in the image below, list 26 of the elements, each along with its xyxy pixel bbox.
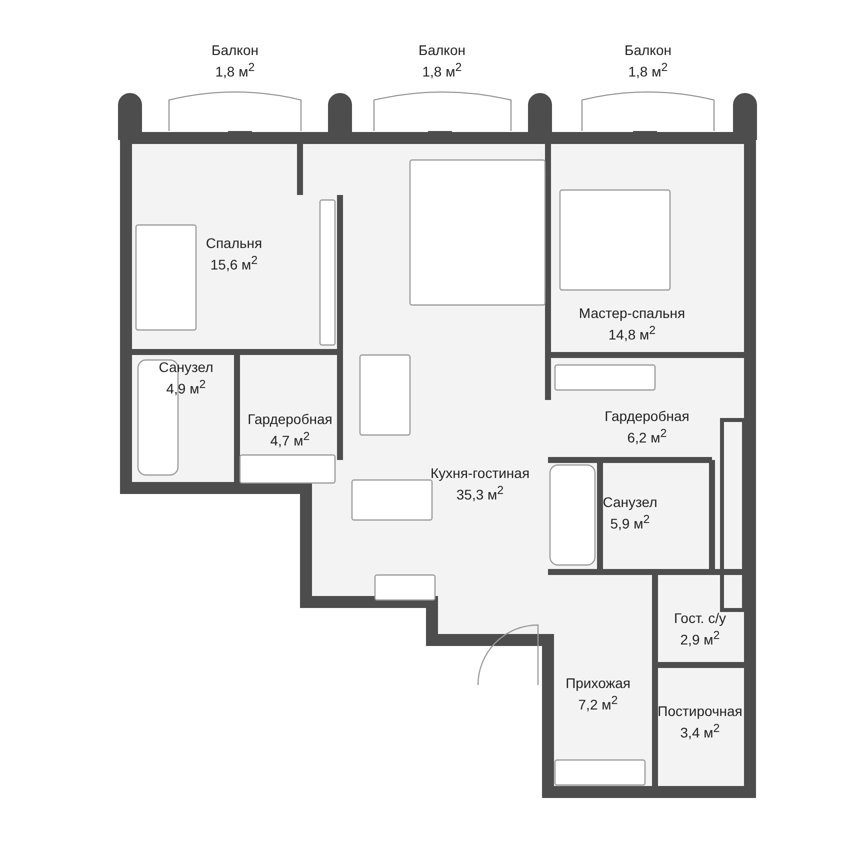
area-label: 4,7 м$^{2}$ — [269, 429, 311, 450]
area-label: 1,8 м$^{2}$ — [214, 60, 256, 81]
balcony-name: Балкон — [624, 42, 672, 59]
room-name: Гардеробная — [604, 408, 690, 425]
room-name: Мастер-спальня — [578, 305, 686, 322]
room-name: Спальня — [206, 235, 262, 252]
room-name: Санузел — [158, 359, 214, 376]
room-name: Санузел — [602, 494, 658, 511]
area-label: 14,8 м$^{2}$ — [607, 323, 657, 344]
balcony-name: Балкон — [418, 42, 466, 59]
area-label: 35,3 м$^{2}$ — [455, 483, 505, 504]
area-label: 3,4 м$^{2}$ — [679, 721, 721, 742]
room-name: Постирочная — [658, 703, 742, 720]
room-name: Гардеробная — [248, 411, 332, 428]
area-label: 6,2 м$^{2}$ — [626, 426, 668, 447]
area-label: 5,9 м$^{2}$ — [609, 512, 651, 533]
room-name: Прихожая — [566, 675, 630, 692]
room-name: Гост. с/у — [674, 610, 726, 627]
area-label: 2,9 м$^{2}$ — [679, 628, 721, 649]
area-label: 15,6 м$^{2}$ — [209, 253, 259, 274]
area-label: 1,8 м$^{2}$ — [627, 60, 669, 81]
balcony-name: Балкон — [212, 42, 258, 59]
area-label: 7,2 м$^{2}$ — [577, 693, 619, 714]
room-name: Кухня-гостиная — [430, 465, 530, 482]
area-label: 1,8 м$^{2}$ — [421, 60, 463, 81]
area-label: 4,9 м$^{2}$ — [165, 377, 207, 398]
